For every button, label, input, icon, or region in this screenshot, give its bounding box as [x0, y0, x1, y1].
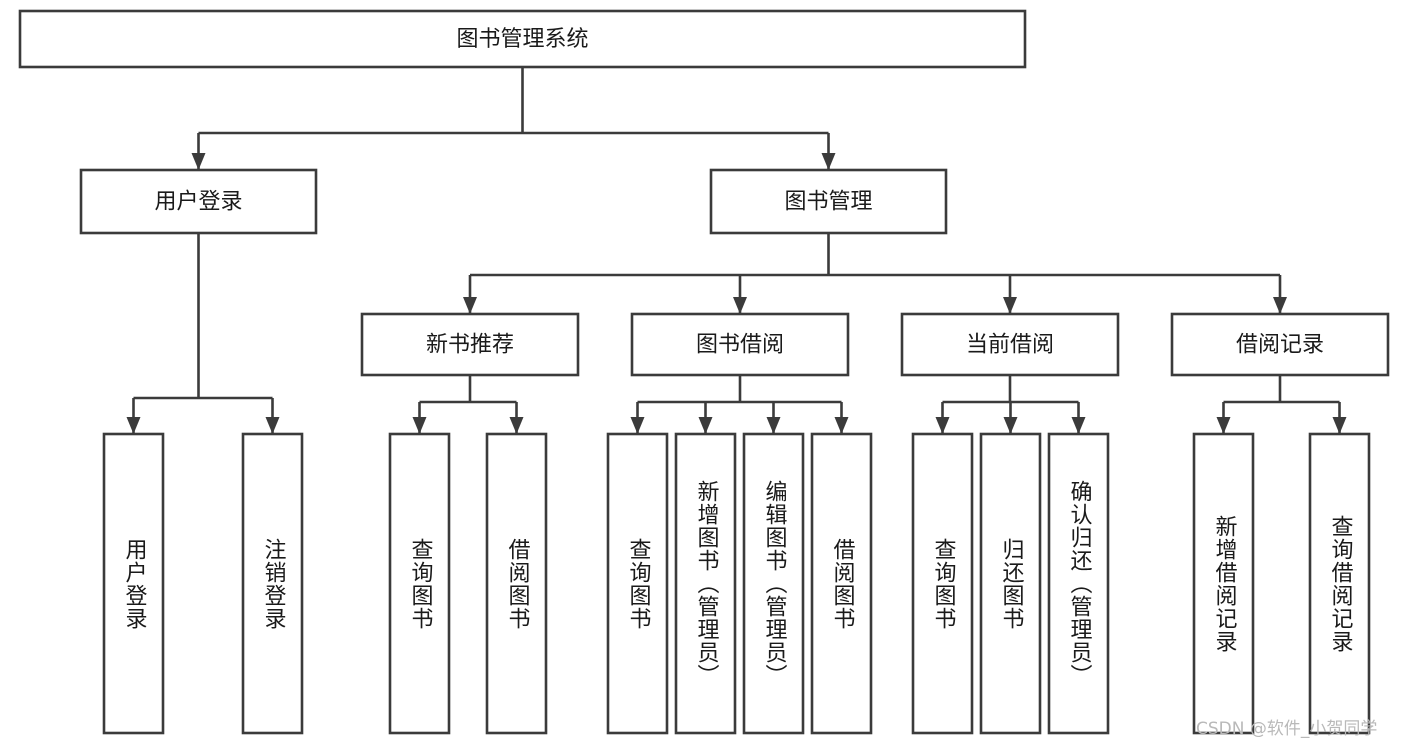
arrow-head-icon: [935, 417, 950, 434]
node-box-current-borrow[interactable]: [900, 312, 1120, 377]
node-box-leaf-query-book-3[interactable]: [911, 432, 974, 735]
node-box-leaf-query-book-1[interactable]: [388, 432, 451, 735]
node-box-leaf-logout[interactable]: [241, 432, 304, 735]
node-label-borrow-record: 借阅记录: [1236, 333, 1324, 358]
arrow-head-icon: [630, 417, 645, 434]
arrow-head-icon: [834, 417, 849, 434]
node-label-user-login: 用户登录: [154, 190, 242, 215]
arrow-head-icon: [766, 417, 781, 434]
node-box-leaf-borrow-book-2[interactable]: [810, 432, 873, 735]
arrow-head-icon: [265, 417, 280, 434]
node-box-root[interactable]: [18, 9, 1027, 69]
node-box-leaf-add-book[interactable]: [674, 432, 737, 735]
node-box-leaf-query-book-2[interactable]: [606, 432, 669, 735]
node-box-leaf-borrow-book-1[interactable]: [485, 432, 548, 735]
node-box-leaf-confirm-return[interactable]: [1047, 432, 1110, 735]
node-box-borrow-record[interactable]: [1170, 312, 1390, 377]
node-label-book-manage: 图书管理: [784, 190, 872, 215]
connector-layer: [126, 67, 1347, 434]
arrow-head-icon: [463, 297, 477, 314]
node-box-book-borrow[interactable]: [630, 312, 850, 377]
node-label-current-borrow: 当前借阅: [966, 333, 1054, 358]
arrow-head-icon: [1273, 297, 1287, 314]
arrow-head-icon: [1003, 417, 1018, 434]
node-box-leaf-query-record[interactable]: [1308, 432, 1371, 735]
arrow-head-icon: [733, 297, 747, 314]
arrow-head-icon: [509, 417, 524, 434]
node-label-book-borrow: 图书借阅: [696, 333, 784, 358]
node-box-book-manage[interactable]: [709, 168, 948, 235]
node-box-user-login[interactable]: [79, 168, 318, 235]
csdn-watermark: CSDN @软件_小贺同学: [1196, 719, 1378, 739]
arrow-head-icon: [126, 417, 141, 434]
arrow-head-icon: [191, 153, 206, 170]
node-box-leaf-return-book[interactable]: [979, 432, 1042, 735]
node-box-leaf-user-login[interactable]: [102, 432, 165, 735]
node-box-new-book-recommend[interactable]: [360, 312, 580, 377]
arrow-head-icon: [1003, 297, 1017, 314]
arrow-head-icon: [1216, 417, 1231, 434]
node-label-new-book-recommend: 新书推荐: [426, 333, 514, 358]
arrow-head-icon: [1071, 417, 1086, 434]
node-label-root: 图书管理系统: [456, 27, 588, 52]
arrow-head-icon: [1332, 417, 1347, 434]
arrow-head-icon: [412, 417, 427, 434]
node-box-leaf-add-record[interactable]: [1192, 432, 1255, 735]
arrow-head-icon: [821, 153, 836, 170]
node-box-leaf-edit-book[interactable]: [742, 432, 805, 735]
arrow-head-icon: [698, 417, 713, 434]
box-layer: [18, 9, 1390, 735]
